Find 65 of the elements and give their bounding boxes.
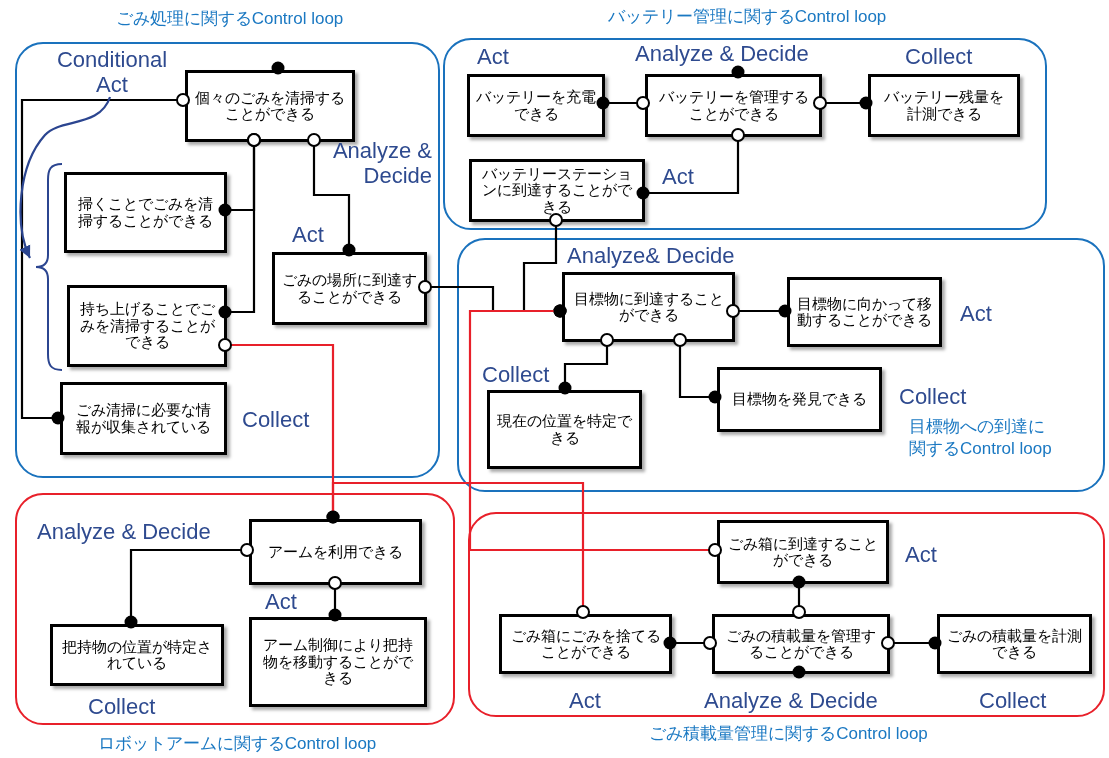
connector	[596, 96, 650, 110]
connector	[20, 93, 190, 425]
role-label: Collect	[899, 384, 967, 410]
capability-text: 目標物に到達することができる	[572, 290, 725, 324]
capability-text: 目標物に向かって移動することができる	[796, 295, 933, 329]
capability-text: バッテリーステーションに到達することができる	[481, 165, 633, 216]
connector	[881, 636, 942, 650]
loop-title: ごみ積載量管理に関するControl loop	[648, 723, 929, 745]
capability-text: ごみ箱にごみを捨てることができる	[509, 627, 662, 661]
capability-box	[64, 172, 227, 253]
role-label: Collect	[88, 694, 156, 720]
connector	[328, 576, 342, 622]
capability-text: 把持物の位置が特定されている	[61, 638, 213, 672]
role-label: Act	[477, 44, 509, 70]
role-label: Act	[960, 301, 992, 327]
curly-brace	[36, 164, 62, 370]
capability-text: 持ち上げることでごみを清掃することができる	[78, 301, 216, 351]
capability-text: アーム制御により把持物を移動することができる	[262, 637, 414, 687]
loop-title: 目標物への到達に関するControl loop	[909, 416, 1053, 461]
capability-text: 現在の位置を特定できる	[496, 413, 633, 446]
role-label: Act	[569, 688, 601, 714]
loop-title: ロボットアームに関するControl loop	[96, 733, 378, 755]
capability-text: ごみの積載量を管理することができる	[725, 627, 877, 661]
connector	[663, 636, 717, 650]
capability-text: 個々のごみを清掃することができる	[194, 89, 346, 123]
capability-text: ごみ箱に到達することができる	[727, 535, 879, 569]
connector	[326, 481, 590, 619]
connector	[468, 304, 722, 557]
role-label: Conditional Act	[47, 47, 177, 99]
connector	[558, 333, 614, 395]
capability-text: バッテリーを管理することができる	[657, 89, 810, 122]
capability-text: バッテリー残量を計測できる	[883, 89, 1005, 122]
role-label: Analyze & Decide	[331, 138, 432, 189]
connector	[726, 304, 792, 318]
capability-text: ごみの積載量を計測できる	[946, 627, 1083, 661]
capability-text: 目標物を発見できる	[732, 391, 867, 408]
capability-text: ごみの場所に到達することができる	[281, 272, 418, 305]
connector	[124, 543, 254, 629]
connector	[792, 575, 806, 619]
role-label: Act	[265, 589, 297, 615]
control-loop-frame	[457, 238, 1105, 492]
capability-text: アームを利用できる	[268, 543, 403, 561]
connector	[218, 133, 261, 319]
connector	[673, 333, 722, 404]
role-label: Analyze & Decide	[37, 519, 211, 545]
connector	[636, 128, 745, 200]
curved-arrow	[19, 96, 111, 259]
role-label: Act	[292, 222, 324, 248]
role-label: Act	[662, 164, 694, 190]
role-label: Collect	[242, 407, 310, 433]
loop-title: ごみ処理に関するControl loop	[114, 8, 345, 30]
role-label: Collect	[482, 362, 550, 388]
role-label: Collect	[979, 688, 1047, 714]
role-label: Collect	[905, 44, 973, 70]
capability-text: 掃くことでごみを清掃することができる	[77, 196, 214, 229]
role-label: Analyze & Decide	[704, 688, 878, 714]
connector	[813, 96, 873, 110]
capability-box	[67, 285, 227, 367]
capability-text: ごみ清掃に必要な情報が収集されている	[75, 402, 212, 435]
loop-title: バッテリー管理に関するControl loop	[606, 6, 888, 28]
connector	[307, 133, 356, 257]
role-label: Analyze & Decide	[635, 41, 809, 67]
role-label: Act	[905, 542, 937, 568]
capability-text: バッテリーを充電できる	[476, 89, 596, 122]
role-label: Analyze& Decide	[567, 243, 735, 269]
